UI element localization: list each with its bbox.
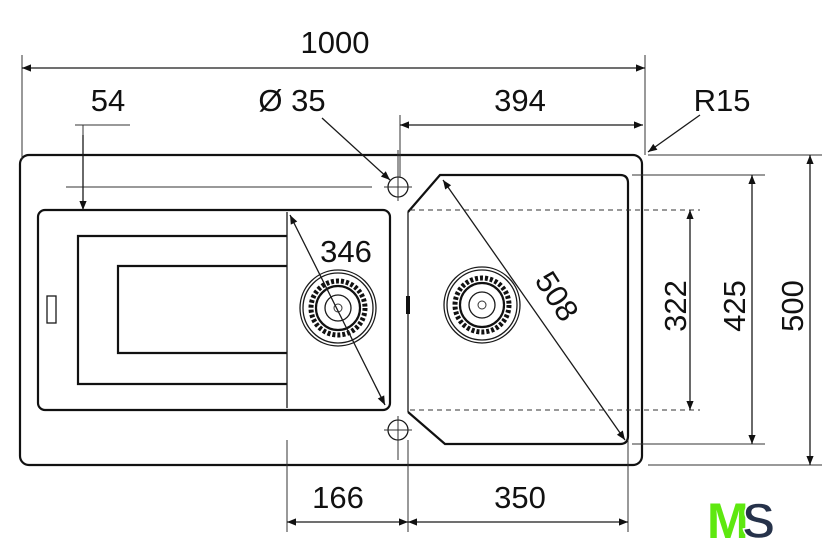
- bowl-divider-mark: [406, 296, 410, 314]
- label-425: 425: [717, 280, 752, 332]
- drainer-ribs-outer: [76, 234, 287, 386]
- label-tap-hole: Ø 35: [258, 83, 325, 118]
- leader-radius: [647, 114, 701, 153]
- drain-right-icon: [443, 266, 521, 344]
- tap-hole-bottom-icon: [384, 416, 412, 460]
- dim-line-346: [289, 214, 386, 406]
- svg-text:M: M: [707, 493, 749, 549]
- label-394: 394: [494, 83, 546, 118]
- drainer-area: [36, 208, 392, 412]
- large-bowl: [407, 173, 630, 446]
- label-322: 322: [658, 280, 693, 332]
- label-508: 508: [528, 265, 586, 327]
- ms-logo: M S: [707, 492, 776, 550]
- label-54: 54: [91, 83, 125, 118]
- drain-left-icon: [299, 269, 377, 347]
- leader-tap-hole: [321, 117, 391, 181]
- label-500: 500: [775, 280, 810, 332]
- label-350: 350: [494, 480, 546, 515]
- sink-outline: [18, 153, 644, 467]
- drainer-ribs-inner: [116, 264, 287, 355]
- label-1000: 1000: [301, 25, 370, 60]
- dim-line-508: [442, 179, 626, 441]
- tap-hole-top-icon: [384, 150, 412, 201]
- label-radius: R15: [694, 83, 751, 118]
- label-346: 346: [320, 234, 372, 269]
- label-166: 166: [312, 480, 364, 515]
- svg-text:S: S: [742, 493, 775, 549]
- overflow-slot: [46, 295, 57, 324]
